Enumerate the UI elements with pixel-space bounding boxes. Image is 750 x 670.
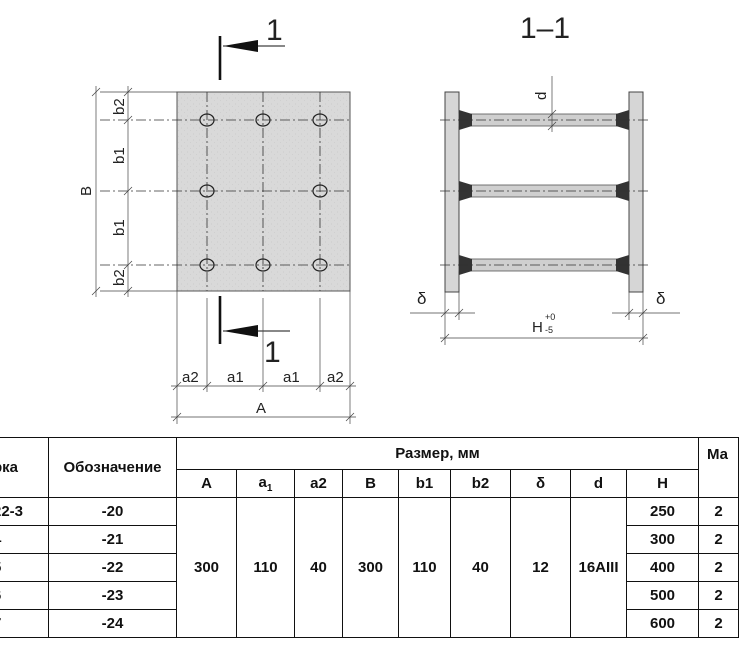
cell-mass: 2: [698, 553, 739, 582]
left-plate: [444, 91, 460, 293]
subheader-a1-base: a: [258, 473, 267, 491]
dim-a2-left: a2: [182, 369, 199, 386]
cell-designation: -21: [48, 525, 177, 554]
subheader-H: H: [626, 469, 699, 498]
cell-d: 16AIII: [570, 497, 627, 638]
cell-mass: 2: [698, 581, 739, 610]
table-row: 22-3 -20 300 110 40 300 110 40 12 16AIII…: [0, 497, 739, 638]
header-size-group: Размер, мм: [176, 437, 699, 470]
dim-b1-lower: b1: [111, 219, 128, 236]
dim-a1-right: a1: [283, 369, 300, 386]
dim-H: H: [532, 319, 543, 336]
section-cut-bottom: 1: [218, 296, 290, 369]
dim-A: A: [256, 400, 266, 417]
right-plate: [628, 91, 644, 293]
section-number-bottom: 1: [264, 336, 281, 369]
subheader-d: d: [570, 469, 627, 498]
cell-H: 400: [626, 553, 699, 582]
cell-mark: 7: [0, 609, 49, 638]
anchor-hole: [199, 258, 215, 272]
embedded-plate: [176, 91, 351, 292]
dim-a2-right: a2: [327, 369, 344, 386]
cell-mark: 4: [0, 525, 49, 554]
cell-mark: 5: [0, 553, 49, 582]
cell-a1: 110: [236, 497, 295, 638]
cell-b2: 40: [450, 497, 511, 638]
subheader-delta: δ: [510, 469, 571, 498]
dim-H-tolerance-lower: -5: [545, 325, 553, 335]
spec-table: рка Обозначение Размер, мм Ма A a1 a2 B …: [0, 437, 739, 638]
vertical-dimensions: B b2 b1 b1 b2: [78, 86, 177, 297]
plan-view: 1 1 B b2 b1 b1 b2: [78, 14, 356, 424]
cell-designation: -23: [48, 581, 177, 610]
cell-mark: 22-3: [0, 497, 49, 526]
cell-designation: -24: [48, 609, 177, 638]
subheader-b1: b1: [398, 469, 451, 498]
anchor-hole: [199, 113, 215, 127]
anchor-hole: [199, 184, 215, 198]
cell-designation: -22: [48, 553, 177, 582]
cell-delta: 12: [510, 497, 571, 638]
subheader-a2: a2: [294, 469, 343, 498]
section-title: 1–1: [520, 12, 570, 45]
cell-mass: 2: [698, 525, 739, 554]
dim-b2-bottom: b2: [111, 269, 128, 286]
table-row: 5 -22 400 2: [0, 553, 739, 582]
cell-H: 300: [626, 525, 699, 554]
subheader-a1-subscript: 1: [266, 482, 273, 494]
cell-a2: 40: [294, 497, 343, 638]
subheader-b2: b2: [450, 469, 511, 498]
horizontal-dimensions: a2 a1 a1 a2 A: [171, 291, 356, 424]
subheader-A: A: [176, 469, 237, 498]
section-number-top: 1: [266, 14, 283, 47]
table-subheader-row: A a1 a2 B b1 b2 δ d H: [0, 469, 739, 498]
anchor-hole: [312, 113, 328, 127]
cell-designation: -20: [48, 497, 177, 526]
cell-mark: 6: [0, 581, 49, 610]
cell-B: 300: [342, 497, 399, 638]
anchor-hole: [255, 258, 271, 272]
subheader-B: B: [342, 469, 399, 498]
dim-b1-upper: b1: [111, 147, 128, 164]
dim-delta-right: δ: [656, 289, 665, 308]
dim-delta-left: δ: [417, 289, 426, 308]
cell-mass: 2: [698, 497, 739, 526]
table-row: 7 -24 600 2: [0, 609, 739, 638]
table-row: 4 -21 300 2: [0, 525, 739, 554]
technical-drawing: 1 1 B b2 b1 b1 b2: [78, 12, 680, 424]
anchor-hole: [312, 258, 328, 272]
anchor-hole: [255, 113, 271, 127]
cell-H: 500: [626, 581, 699, 610]
anchor-holes: [199, 113, 328, 272]
anchor-hole: [312, 184, 328, 198]
dim-d: d: [533, 92, 550, 100]
anchor-rods: [458, 113, 630, 272]
cell-H: 250: [626, 497, 699, 526]
section-view: 1–1 d: [410, 12, 680, 345]
dim-B: B: [78, 186, 95, 196]
cell-b1: 110: [398, 497, 451, 638]
cell-H: 600: [626, 609, 699, 638]
table-header-row: рка Обозначение Размер, мм Ма: [0, 437, 739, 498]
subheader-a1: a1: [236, 469, 295, 498]
dim-d-group: d: [533, 76, 557, 132]
section-cut-top: 1: [218, 14, 285, 80]
dim-H-tolerance-upper: +0: [545, 312, 555, 322]
header-mass: Ма: [698, 437, 739, 498]
header-mark: рка: [0, 437, 49, 498]
cell-mass: 2: [698, 609, 739, 638]
cell-A: 300: [176, 497, 237, 638]
dim-b2-top: b2: [111, 98, 128, 115]
dim-a1-left: a1: [227, 369, 244, 386]
dim-delta-H-group: δ δ H +0 -5: [410, 289, 680, 345]
header-designation: Обозначение: [48, 437, 177, 498]
